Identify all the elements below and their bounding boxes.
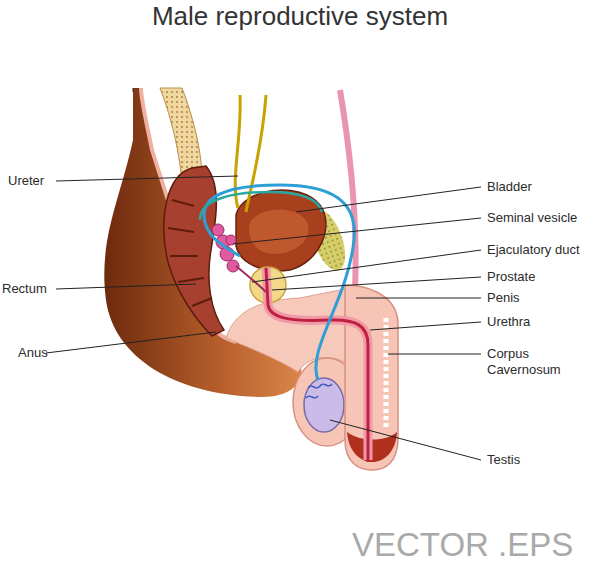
vas-deferens [204,185,354,380]
part-label: Testis [487,452,520,468]
part-label: Seminal vesicle [487,210,577,226]
rectum-shape [164,166,224,336]
watermark: VECTOR .EPS [352,525,573,565]
part-label: Prostate [487,269,535,285]
corpus-cavernosum-shape [384,318,389,430]
vas-deferens [200,192,322,220]
part-label: Bladder [487,179,532,195]
title: Male reproductive system [0,0,600,32]
part-label: Urethra [487,314,530,330]
back-skin-line [141,88,236,342]
part-label: Anus [18,345,48,361]
part-label: Rectum [2,281,47,297]
part-label: Penis [487,290,520,306]
abdomen-line [133,88,134,92]
part-label: Corpus Cavernosum [487,346,577,378]
bladder-inner [249,209,308,254]
leader-lines [46,176,481,460]
part-label: Ejaculatory duct [487,242,580,258]
ejaculatory-duct-line [236,266,266,292]
part-label: Ureter [8,173,44,189]
ureter-line [246,95,266,212]
epididymis [306,384,332,398]
testis-shape [304,378,344,432]
ureter-line [235,95,240,208]
